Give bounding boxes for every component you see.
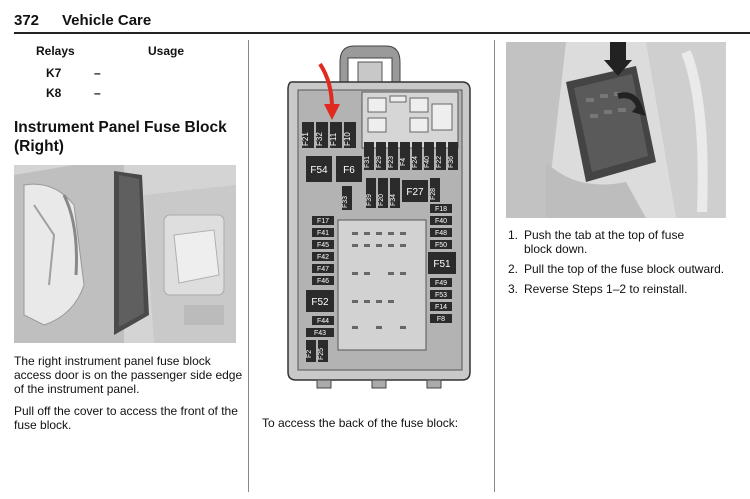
fuse-label-f41: F41 <box>317 230 329 237</box>
fuse-label-f25: F25 <box>318 348 325 360</box>
header-rule <box>14 32 750 34</box>
fuse-label-f29: F29 <box>376 156 383 168</box>
fuse-label-f4: F4 <box>400 158 407 166</box>
relays-column-header: Relays <box>36 44 75 58</box>
fuse-label-f22: F22 <box>436 156 443 168</box>
section-heading-line-2: (Right) <box>14 137 244 156</box>
fuse-label-f32: F32 <box>315 132 324 146</box>
fuse-label-f24: F24 <box>412 156 419 168</box>
dashboard-side-photo <box>14 165 236 343</box>
section-heading: Instrument Panel Fuse Block (Right) <box>14 118 244 156</box>
fuse-block-diagram: F21 F32 F11 F10 F54 F6 F31 F29 F23 F4 F2… <box>262 42 490 402</box>
fuse-label-f20: F20 <box>378 194 385 206</box>
fuse-label-f27: F27 <box>406 187 424 198</box>
remove-cover-paragraph: Pull off the cover to access the front o… <box>14 404 244 432</box>
fuse-label-f39: F39 <box>366 194 373 206</box>
access-door-paragraph: The right instrument panel fuse block ac… <box>14 354 244 396</box>
usage-cell: – <box>94 86 101 100</box>
list-item: 1. Push the tab at the top of fuse block… <box>508 228 736 256</box>
page-number: 372 <box>14 12 39 29</box>
fuse-label-f42: F42 <box>317 254 329 261</box>
list-item: 3. Reverse Steps 1–2 to reinstall. <box>508 282 736 296</box>
fuse-label-f45: F45 <box>317 242 329 249</box>
relay-cell: K7 <box>46 66 61 80</box>
removal-steps-list: 1. Push the tab at the top of fuse block… <box>508 228 736 302</box>
column-divider-1 <box>248 40 249 492</box>
step-text-continued: block down. <box>524 242 736 256</box>
fuse-label-f8: F8 <box>437 316 445 323</box>
relays-table: Relays Usage K7 – K8 – <box>14 44 239 102</box>
section-heading-line-1: Instrument Panel Fuse Block <box>14 118 244 137</box>
fuse-label-f50: F50 <box>435 242 447 249</box>
fuse-label-f6: F6 <box>343 165 355 176</box>
usage-column-header: Usage <box>148 44 184 58</box>
step-text: Pull the top of the fuse block outward. <box>524 262 736 276</box>
fuse-label-f23: F23 <box>388 156 395 168</box>
fuse-label-f10: F10 <box>343 132 352 146</box>
table-row: K7 – <box>14 62 239 82</box>
fuse-label-f33: F33 <box>342 196 349 208</box>
step-text: Push the tab at the top of fuse <box>524 228 736 242</box>
step-number: 2. <box>508 262 518 276</box>
relay-cell: K8 <box>46 86 61 100</box>
fuse-label-f40: F40 <box>424 156 431 168</box>
list-item: 2. Pull the top of the fuse block outwar… <box>508 262 736 276</box>
column-divider-2 <box>494 40 495 492</box>
step-number: 1. <box>508 228 518 242</box>
fuse-label-f49: F49 <box>435 280 447 287</box>
fuse-label-f54: F54 <box>310 165 328 176</box>
fuse-label-f43: F43 <box>314 330 326 337</box>
section-title: Vehicle Care <box>62 12 151 29</box>
fuse-label-f18: F18 <box>435 206 447 213</box>
fuse-label-f36: F36 <box>448 156 455 168</box>
fuse-label-f40-right: F40 <box>435 218 447 225</box>
fuse-label-f52: F52 <box>311 297 329 308</box>
fuse-label-f11: F11 <box>329 132 338 146</box>
fuse-label-f47: F47 <box>317 266 329 273</box>
fuse-label-f2: F2 <box>306 350 313 358</box>
relays-table-header: Relays Usage <box>14 44 239 62</box>
fuse-label-f31: F31 <box>364 156 371 168</box>
step-text: Reverse Steps 1–2 to reinstall. <box>524 282 736 296</box>
fuse-block-removal-photo <box>506 42 726 218</box>
fuse-label-f53: F53 <box>435 292 447 299</box>
fuse-label-f44: F44 <box>317 318 329 325</box>
table-row: K8 – <box>14 82 239 102</box>
fuse-label-f51: F51 <box>433 259 451 270</box>
usage-cell: – <box>94 66 101 80</box>
fuse-label-f28: F28 <box>430 188 437 200</box>
fuse-label-f46: F46 <box>317 278 329 285</box>
fuse-label-f14: F14 <box>435 304 447 311</box>
step-number: 3. <box>508 282 518 296</box>
fuse-label-f48: F48 <box>435 230 447 237</box>
page-header: 372 Vehicle Care <box>14 10 736 34</box>
fuse-label-f34: F34 <box>390 194 397 206</box>
back-access-caption: To access the back of the fuse block: <box>262 416 492 430</box>
fuse-label-f17: F17 <box>317 218 329 225</box>
fuse-label-f21: F21 <box>301 132 310 146</box>
